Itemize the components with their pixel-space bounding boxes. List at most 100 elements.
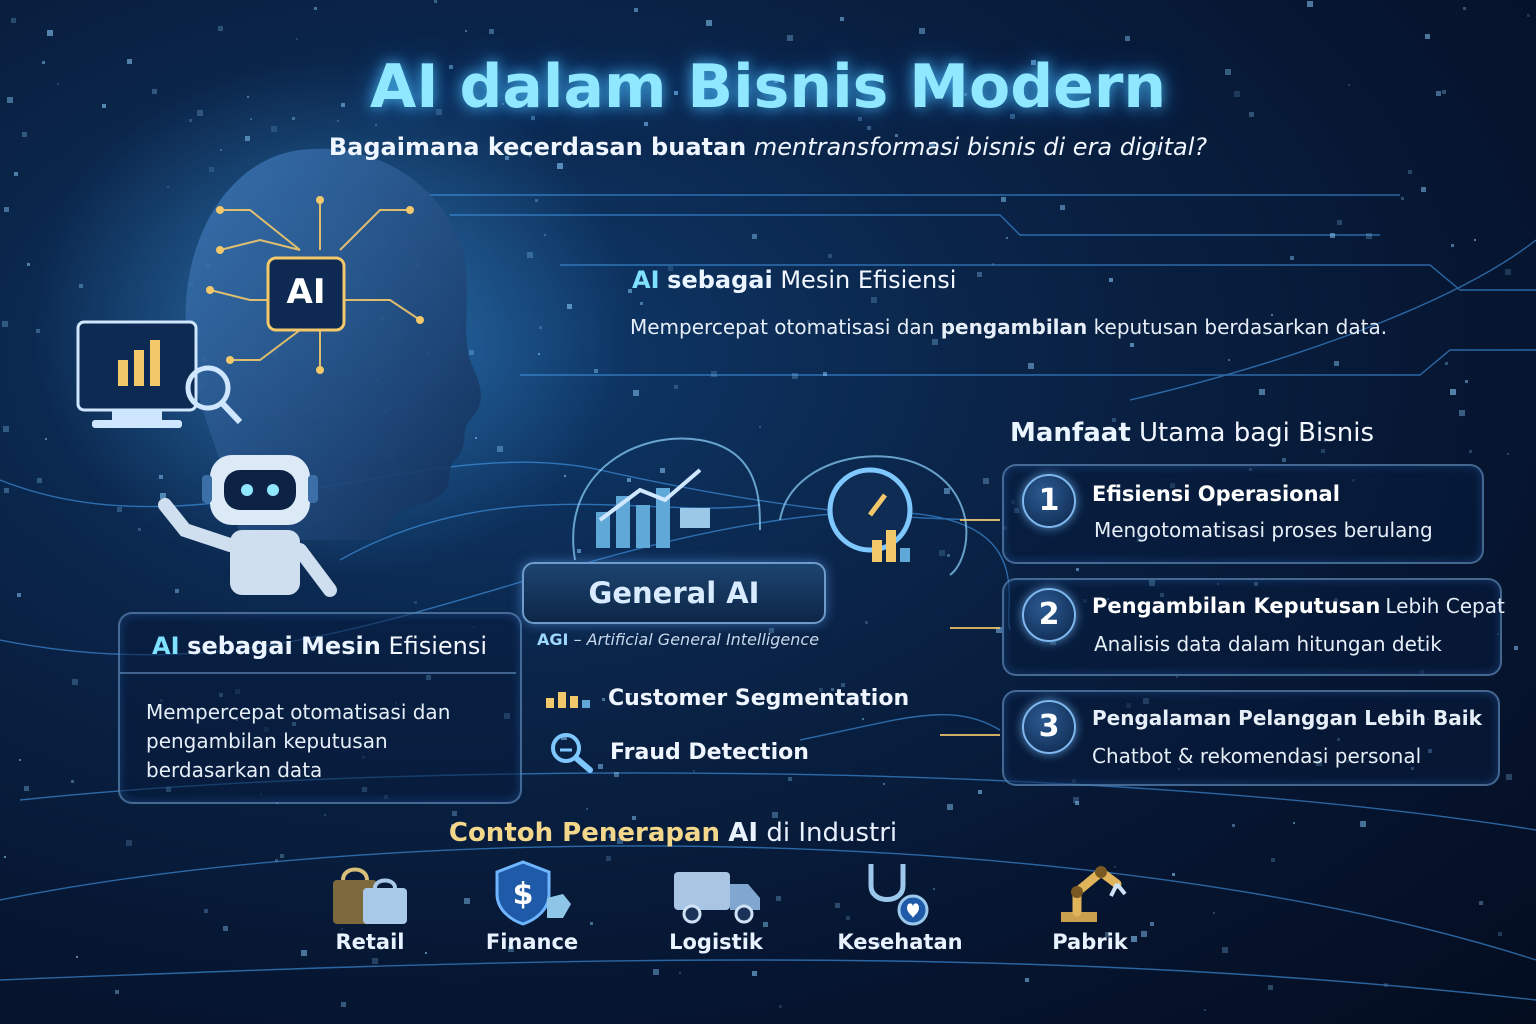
particle <box>464 898 470 904</box>
industry-label: Kesehatan <box>837 930 963 954</box>
industry-item-kesehatan[interactable]: Kesehatan <box>830 860 970 954</box>
particle <box>1073 797 1079 803</box>
particle <box>594 369 598 373</box>
particle <box>117 507 122 512</box>
particle <box>737 831 739 833</box>
agi-caption: AGI – Artificial General Intelligence <box>537 630 819 649</box>
particle <box>915 107 917 109</box>
particle <box>1479 901 1483 905</box>
particle <box>774 79 778 83</box>
benefits-heading-rest: Utama bagi Bisnis <box>1139 418 1374 448</box>
particle <box>1337 220 1342 225</box>
particle <box>1293 822 1295 824</box>
particle <box>27 263 30 266</box>
particle <box>1109 278 1113 282</box>
benefit-desc: Analisis data dalam hitungan detik <box>1094 632 1442 656</box>
particle <box>1259 389 1265 395</box>
benefit-desc: Chatbot & rekomendasi personal <box>1092 744 1422 768</box>
industry-label: Logistik <box>669 930 763 954</box>
particle <box>858 117 862 121</box>
particle <box>72 679 78 685</box>
particle <box>271 126 277 132</box>
page-subtitle: Bagaimana kecerdasan buatan mentransform… <box>0 133 1536 161</box>
particle <box>204 909 208 913</box>
particle <box>1330 233 1335 238</box>
industry-item-logistik[interactable]: Logistik <box>646 860 786 954</box>
benefit-title-wrap: Pengambilan Keputusan Lebih Cepat <box>1092 594 1505 618</box>
particle <box>539 326 542 329</box>
particle <box>529 155 531 157</box>
particle <box>752 971 757 976</box>
particle <box>653 969 659 975</box>
particle <box>449 65 453 69</box>
particle <box>1334 361 1339 366</box>
particle <box>752 234 757 239</box>
particle <box>869 86 875 92</box>
particle <box>693 770 695 772</box>
particle <box>1401 197 1404 200</box>
particle <box>1469 450 1472 453</box>
industry-label: Pabrik <box>1052 930 1128 954</box>
particle <box>159 475 163 479</box>
benefits-heading-bold: Manfaat <box>1010 418 1131 448</box>
particle <box>160 493 166 499</box>
particle <box>452 811 457 816</box>
particle <box>245 136 250 141</box>
particle <box>341 103 345 107</box>
industry-item-pabrik[interactable]: Pabrik <box>1020 860 1160 954</box>
particle <box>679 972 681 974</box>
benefit-number: 2 <box>1022 588 1076 642</box>
particle <box>602 698 605 701</box>
particle <box>11 18 16 23</box>
particle <box>1514 646 1518 650</box>
particle <box>630 87 636 93</box>
svg-text:$: $ <box>513 877 534 912</box>
particle <box>939 550 945 556</box>
particle <box>644 122 648 126</box>
particle <box>606 856 611 861</box>
particle <box>372 958 378 964</box>
particle <box>1366 233 1372 239</box>
feature-label-segmentation: Customer Segmentation <box>608 686 910 711</box>
benefit-title: Efisiensi Operasional <box>1092 482 1340 506</box>
general-ai-button[interactable]: General AI <box>522 562 826 624</box>
particle <box>1213 912 1215 914</box>
industry-item-finance[interactable]: $ Finance <box>462 860 602 954</box>
benefit-card <box>1002 578 1502 676</box>
efisiensi-panel-heading: AI sebagai Mesin Efisiensi <box>152 632 487 660</box>
particle <box>544 234 546 236</box>
particle <box>590 922 593 925</box>
particle <box>1028 363 1034 369</box>
particle <box>1156 97 1162 103</box>
particle <box>1006 237 1008 239</box>
particle <box>875 942 880 947</box>
benefit-desc: Mengotomatisasi proses berulang <box>1094 518 1433 542</box>
particle <box>4 856 6 858</box>
particle <box>1228 359 1230 361</box>
efisiensi-panel-desc: Mempercepat otomatisasi dan pengambilan … <box>146 698 450 785</box>
particle <box>1268 985 1273 990</box>
particle <box>1125 36 1130 41</box>
particle <box>640 302 643 305</box>
particle <box>47 30 53 36</box>
efisiensi-panel-ai: AI <box>152 632 180 660</box>
particle <box>996 627 1002 633</box>
efisiensi-top-bold: sebagai <box>667 266 773 294</box>
particle <box>4 207 9 212</box>
particle <box>964 93 967 96</box>
particle <box>630 693 632 695</box>
particle <box>2 321 8 327</box>
benefit-card <box>1002 690 1500 786</box>
particle <box>79 284 83 288</box>
particle <box>1451 244 1454 247</box>
particle <box>218 26 223 31</box>
panel-divider <box>120 672 516 674</box>
efisiensi-panel-desc-2: pengambilan keputusan <box>146 729 388 753</box>
particle <box>674 91 678 95</box>
particle <box>1150 922 1154 926</box>
industry-item-retail[interactable]: Retail <box>300 860 440 954</box>
particle <box>1527 14 1530 17</box>
industri-heading-rest: di Industri <box>766 818 898 848</box>
particle <box>520 147 522 149</box>
